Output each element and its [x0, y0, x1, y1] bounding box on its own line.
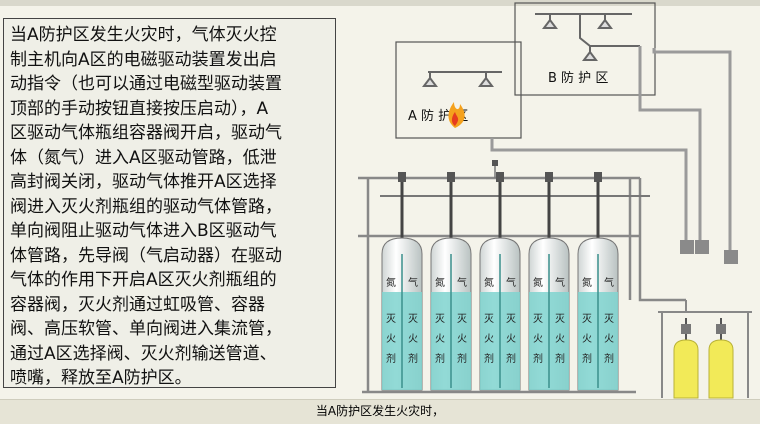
- agent-cylinder: 氮 气 灭 火 剂 灭 火 剂: [430, 172, 472, 391]
- zone-a-nozzle-icon: [422, 71, 502, 87]
- desc-line: 动指令（也可以通过电磁型驱动装置: [10, 74, 282, 94]
- zone-b-label: B 防 护 区: [548, 70, 608, 86]
- agent-cylinders: 氮 气 灭 火 剂 灭 火 剂 氮 气 灭 火 剂 灭 火 剂: [381, 172, 619, 391]
- desc-line: 阀进入灭火剂瓶组的驱动气体管路，: [10, 196, 282, 217]
- cylinder-top-char: 气: [555, 276, 565, 289]
- cylinder-top-char: 氮: [533, 276, 543, 289]
- driver-bottle: [708, 318, 734, 399]
- cylinder-body-char: 火: [582, 333, 592, 345]
- desc-line: 体管路，先导阀（气启动器）在驱动: [10, 245, 282, 266]
- desc-line: 喷嘴，释放至A防护区。: [10, 368, 192, 388]
- cylinder-body-char: 火: [555, 333, 565, 345]
- cylinder-top-char: 氮: [484, 276, 494, 289]
- cylinder-body-char: 灭: [484, 313, 494, 325]
- cylinder-body-char: 剂: [582, 352, 592, 365]
- driver-bottles: [673, 318, 734, 399]
- cylinder-body-char: 灭: [582, 313, 592, 325]
- cylinder-body-char: 火: [604, 333, 614, 345]
- cylinder-body-char: 火: [506, 333, 516, 345]
- cylinder-body-char: 灭: [533, 313, 543, 325]
- cylinder-body-char: 火: [533, 333, 543, 345]
- cylinder-body-char: 剂: [386, 352, 396, 365]
- cylinder-body-char: 剂: [604, 352, 614, 365]
- driver-bottle: [673, 318, 699, 399]
- cylinder-top-char: 气: [506, 276, 516, 289]
- desc-line: 气体的作用下开启A区灭火剂瓶组的: [10, 270, 277, 290]
- selector-valve-icon: [680, 240, 738, 264]
- top-bar: [0, 0, 760, 6]
- cylinder-body-char: 剂: [533, 352, 543, 365]
- cylinder-body-char: 灭: [457, 313, 467, 325]
- desc-line: 高封阀关闭，驱动气体推开A区选择: [10, 172, 277, 192]
- cylinder-body-char: 火: [408, 333, 418, 345]
- agent-cylinder: 氮 气 灭 火 剂 灭 火 剂: [381, 172, 423, 391]
- cylinder-top-char: 氮: [435, 276, 445, 289]
- desc-line: 区驱动气体瓶组容器阀开启，驱动气: [10, 123, 282, 143]
- cylinder-top-char: 气: [604, 276, 614, 289]
- cylinder-body-char: 火: [435, 333, 445, 345]
- cylinder-body-char: 火: [386, 333, 396, 345]
- zone-b-nozzle-icon: [535, 13, 640, 61]
- agent-cylinder: 氮 气 灭 火 剂 灭 火 剂: [577, 172, 619, 391]
- cylinder-body-char: 灭: [604, 313, 614, 325]
- desc-line: 体（氮气）进入A区驱动管路，低泄: [10, 147, 277, 168]
- cylinder-body-char: 剂: [484, 352, 494, 365]
- cylinder-body-char: 灭: [386, 313, 396, 325]
- cylinder-body-char: 灭: [555, 313, 565, 325]
- cylinder-body-char: 剂: [506, 352, 516, 365]
- description-box: 当A防护区发生火灾时，气体灭火控 制主机向A区的电磁驱动装置发出启 动指令（也可…: [3, 18, 336, 388]
- cylinder-body-char: 剂: [408, 352, 418, 365]
- fire-icon: [448, 102, 465, 128]
- cylinder-top-char: 氮: [582, 276, 592, 289]
- cylinder-body-char: 火: [457, 333, 467, 345]
- desc-line: 阀、高压软管、单向阀进入集流管，: [10, 319, 282, 339]
- desc-line: 容器阀，灭火剂通过虹吸管、容器: [10, 294, 265, 315]
- agent-cylinder: 氮 气 灭 火 剂 灭 火 剂: [479, 172, 521, 391]
- caption-bar: 当A防护区发生火灾时，: [0, 399, 760, 424]
- cylinder-body-char: 剂: [435, 352, 445, 365]
- agent-cylinder: 氮 气 灭 火 剂 灭 火 剂: [528, 172, 570, 391]
- desc-line: 单向阀阻止驱动气体进入B区驱动气: [10, 221, 277, 241]
- cylinder-body-char: 灭: [506, 313, 516, 325]
- cylinder-body-char: 灭: [408, 313, 418, 325]
- desc-line: 当A防护区发生火灾时，气体灭火控: [10, 25, 277, 45]
- desc-line: 制主机向A区的电磁驱动装置发出启: [10, 49, 277, 70]
- cylinder-body-char: 灭: [435, 313, 445, 325]
- fire-system-diagram: A 防 护 区 B 防 护 区: [358, 2, 752, 399]
- cylinder-top-char: 氮: [386, 276, 396, 289]
- desc-line: 顶部的手动按钮直接按压启动），A: [10, 98, 269, 119]
- cylinder-body-char: 火: [484, 333, 494, 345]
- cylinder-body-char: 剂: [555, 352, 565, 365]
- zone-a-box: [395, 41, 522, 139]
- driver-bottle-stand: [658, 300, 752, 398]
- cylinder-body-char: 剂: [457, 352, 467, 365]
- caption-text: 当A防护区发生火灾时，: [315, 404, 445, 418]
- delivery-pipes: [490, 46, 732, 250]
- check-valve-icon: [492, 160, 498, 166]
- cylinder-top-char: 气: [457, 276, 467, 289]
- desc-line: 通过A区选择阀、灭火剂输送管道、: [10, 343, 277, 364]
- cylinder-top-char: 气: [408, 276, 418, 289]
